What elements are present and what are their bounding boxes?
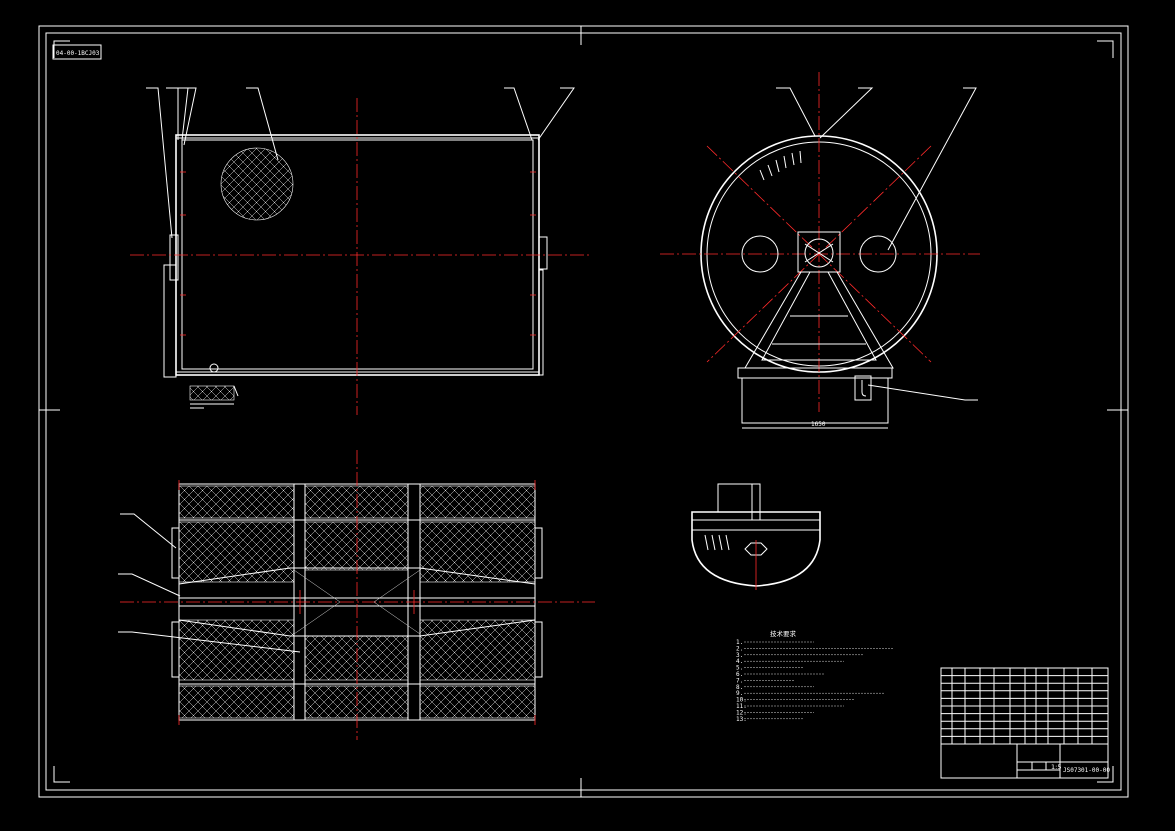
tech-note-number: 8. [736, 684, 743, 691]
section-detail-ticks [704, 534, 730, 551]
tech-note-number: 10. [736, 697, 747, 704]
side-view-leaders [776, 87, 978, 401]
top-view-red-marks [178, 480, 536, 725]
bracing-lines [293, 569, 421, 635]
drawing-code-text: 04-00-1BCJ03 [56, 50, 100, 57]
tech-notes: 技术要求 1.2.3.4.5.6.7.8.9.10.11.12.13. [736, 629, 894, 723]
mesh-panels [178, 485, 536, 719]
tech-note-number: 13. [736, 716, 747, 723]
inspection-hole-hatched [220, 147, 294, 221]
tech-note-number: 4. [736, 658, 743, 665]
front-view-red-ticks [180, 171, 536, 336]
section-detail [691, 483, 821, 590]
tech-notes-title: 技术要求 [770, 629, 797, 638]
drawing-number: JS07301-00-00 [1063, 767, 1110, 774]
front-view [130, 87, 590, 415]
title-block: 1:5 JS07301-00-00 [940, 667, 1110, 779]
tech-note-number: 6. [736, 671, 743, 678]
tech-note-number: 3. [736, 652, 743, 659]
side-view-scale-ticks [759, 150, 802, 181]
tech-note-number: 2. [736, 645, 743, 652]
tech-note-number: 5. [736, 665, 743, 672]
tech-note-number: 9. [736, 690, 743, 697]
drawing-code-box: 04-00-1BCJ03 [52, 44, 102, 60]
front-view-detail [189, 385, 239, 409]
sheet-frame [38, 25, 1129, 798]
tech-note-number: 11. [736, 703, 747, 710]
side-view: 1650 [660, 72, 980, 429]
top-view [118, 450, 595, 740]
front-view-leaders [146, 87, 575, 239]
svg-text:1650: 1650 [811, 421, 826, 428]
tech-note-number: 1. [736, 639, 743, 646]
tech-note-number: 12. [736, 709, 747, 716]
scale-text: 1:5 [1051, 763, 1061, 771]
top-view-leaders [118, 513, 301, 653]
tech-note-number: 7. [736, 677, 743, 684]
